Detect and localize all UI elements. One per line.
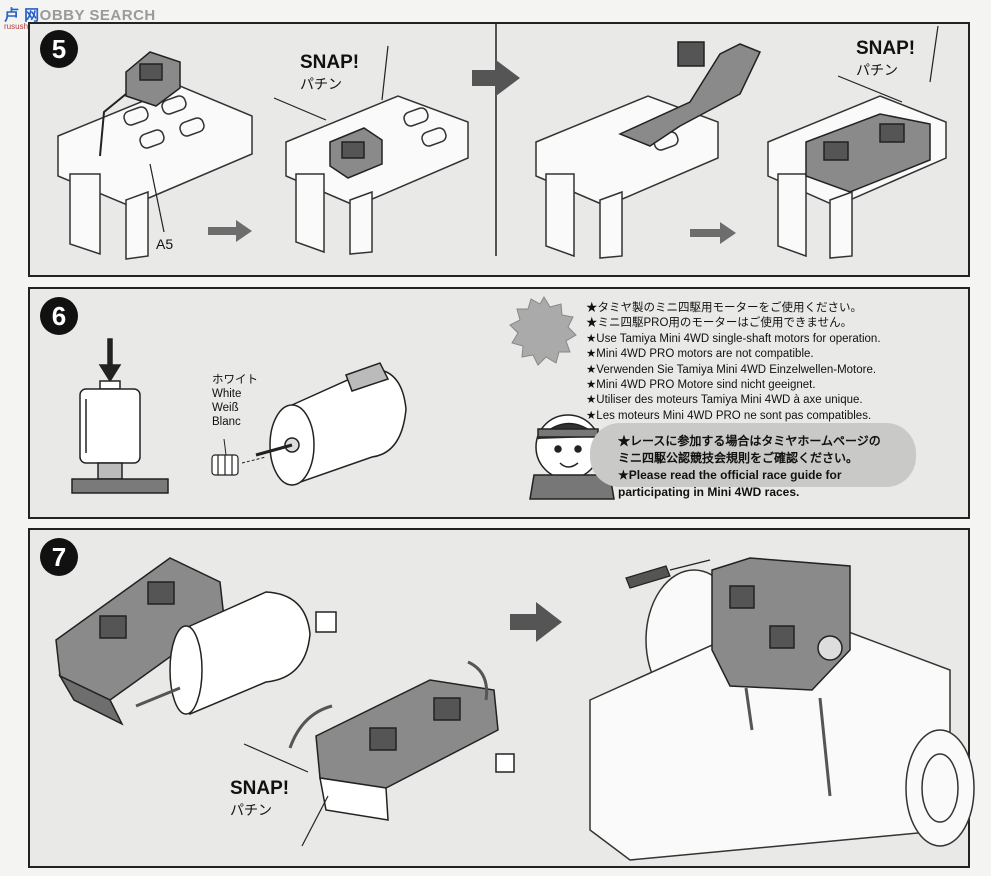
pinion-gear [211, 454, 239, 476]
step-7-panel: 7 [28, 528, 975, 868]
motor-compat-notes: ★タミヤ製のミニ四駆用モーターをご使用ください。 ★ミニ四駆PRO用のモーターは… [586, 301, 881, 424]
snap-en: SNAP! [230, 778, 290, 799]
note-line: ★Verwenden Sie Tamiya Mini 4WD Einzelwel… [586, 363, 877, 376]
pinion-color-label: ホワイト White Weiß Blanc [212, 373, 258, 429]
pinion-color-jp: ホワイト [212, 374, 258, 386]
race-note-line: ★Please read the official race guide for [618, 468, 842, 482]
grease-tube [625, 559, 711, 589]
race-note-line: ★レースに参加する場合はタミヤホームページの [618, 434, 881, 448]
watermark-brand: 卢 网 [4, 7, 40, 24]
race-guide-bubble [590, 423, 916, 487]
watermark: 卢 网OBBY SEARCH [4, 4, 156, 25]
snap-jp: パチン [230, 802, 272, 818]
note-line: ★Mini 4WD PRO Motore sind nicht geeignet… [586, 379, 816, 392]
motor-body [169, 591, 337, 716]
snap-label-left: SNAP! パチン [300, 52, 359, 94]
step-6-number: 6 [40, 297, 78, 335]
motor-clip-part-2 [329, 127, 383, 179]
step-5-illustration [57, 24, 947, 260]
step-6-panel: 6 [28, 287, 970, 519]
motor-case-open [55, 557, 225, 726]
snap-label-right: SNAP! パチン [856, 38, 915, 80]
snap-en: SNAP! [300, 52, 360, 73]
pinion-color-fr: Blanc [212, 416, 241, 428]
note-line: ★ミニ四駆PRO用のモーターはご使用できません。 [586, 317, 853, 330]
note-line: ★Use Tamiya Mini 4WD single-shaft motors… [586, 332, 881, 345]
snap-jp: パチン [300, 76, 342, 92]
motor-bracket-part-4 [805, 113, 931, 193]
assembly-arrows [510, 602, 562, 642]
mascot-boy-illustration [529, 414, 624, 500]
note-line: ★タミヤ製のミニ四駆用モーターをご使用ください。 [586, 302, 862, 314]
step-5-panel: 5 [28, 22, 970, 277]
part-label-a5: A5 [156, 236, 174, 252]
pinion-color-de: Weiß [212, 402, 239, 414]
motor-unit-assembled [315, 679, 515, 821]
step-6-illustration [71, 296, 624, 500]
watermark-text: OBBY SEARCH [39, 7, 156, 24]
motor-installed [711, 557, 851, 691]
step-7-illustration [55, 557, 975, 861]
chassis-part-2 [285, 95, 469, 255]
pinion-color-en: White [212, 388, 242, 400]
race-note-line: participating in Mini 4WD races. [618, 485, 800, 499]
motor-clip-part-1 [99, 51, 181, 157]
race-note-line: ミニ四駆公認競技会規則をご確認ください。 [618, 451, 859, 465]
step-7-number: 7 [40, 538, 78, 576]
warning-badge [509, 296, 577, 366]
motor-diagram [255, 362, 407, 487]
snap-jp: パチン [856, 62, 898, 78]
race-guide-text: ★レースに参加する場合はタミヤホームページの ミニ四駆公認競技会規則をご確認くだ… [618, 433, 918, 501]
snap-en: SNAP! [856, 38, 916, 59]
note-line: ★Utiliser des moteurs Tamiya Mini 4WD à … [586, 394, 863, 407]
snap-label-step7: SNAP! パチン [230, 778, 289, 820]
step-arrows [208, 60, 736, 244]
chassis-part-1 [57, 85, 253, 260]
note-line: ★Mini 4WD PRO motors are not compatible. [586, 348, 814, 361]
motor-bracket-part-3 [618, 41, 762, 147]
pinion-press-diagram [71, 338, 169, 494]
step-5-number: 5 [40, 30, 78, 68]
note-line: ★Les moteurs Mini 4WD PRO ne sont pas co… [586, 409, 872, 422]
